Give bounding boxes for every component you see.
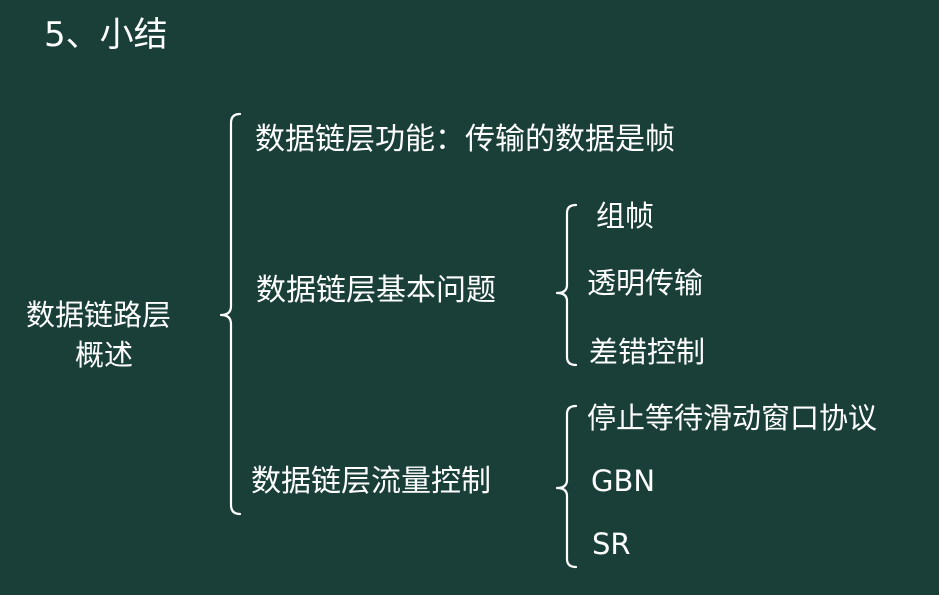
main-brace [219,112,242,516]
leaf-gbn: GBN [591,464,656,498]
flow-control-brace [555,404,578,569]
root-topic-line1: 数据链路层 [26,298,172,332]
leaf-transparent-transmission: 透明传输 [587,266,704,300]
leaf-framing: 组帧 [596,199,655,233]
root-topic-line2: 概述 [75,338,134,372]
branch-function: 数据链层功能：传输的数据是帧 [255,122,675,157]
page-title: 5、小结 [44,15,168,55]
branch-flow-control: 数据链层流量控制 [251,464,491,499]
basic-problems-brace [555,203,578,367]
leaf-sr: SR [592,527,631,561]
leaf-stop-and-wait: 停止等待滑动窗口协议 [587,401,878,435]
leaf-error-control: 差错控制 [589,335,706,369]
branch-basic-problems: 数据链层基本问题 [256,273,496,308]
